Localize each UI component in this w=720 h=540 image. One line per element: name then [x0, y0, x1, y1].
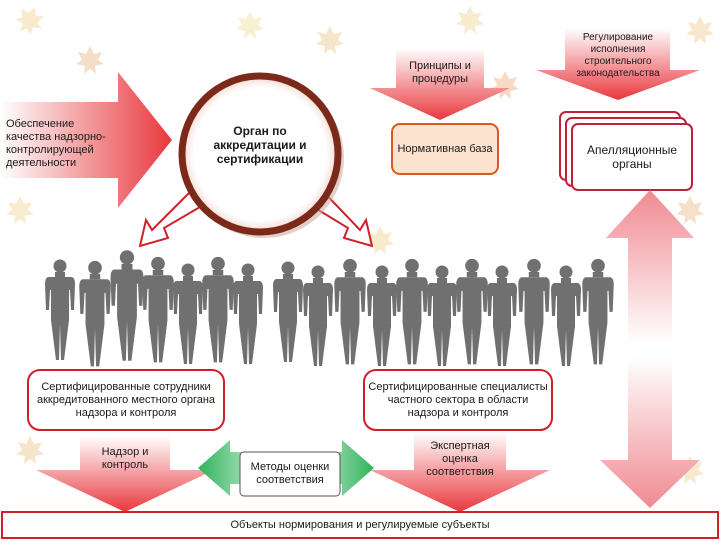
normative-base-box	[391, 123, 499, 175]
person-silhouette-icon	[456, 258, 488, 365]
person-silhouette-icon	[79, 260, 111, 367]
person-silhouette-icon	[582, 258, 614, 365]
maple-leaf-icon	[6, 196, 34, 224]
person-silhouette-icon	[334, 258, 366, 365]
private-specialists-group	[273, 258, 614, 366]
bottom-bar-label: Объекты нормирования и регулируемые субъ…	[230, 518, 490, 531]
person-silhouette-icon	[396, 258, 428, 365]
appeal-up-arrow	[606, 190, 694, 344]
person-silhouette-icon	[303, 265, 333, 366]
expert-assessment-label: Экспертная оценка соответствия	[426, 440, 494, 478]
person-silhouette-icon	[45, 259, 75, 360]
person-silhouette-icon	[142, 256, 174, 363]
bottom-bar	[1, 511, 719, 539]
certified-local-label: Сертифицированные сотрудники аккредитова…	[36, 380, 216, 419]
maple-leaf-icon	[16, 436, 44, 464]
quality-assurance-arrow	[0, 72, 172, 208]
person-silhouette-icon	[202, 256, 234, 363]
person-silhouette-icon	[233, 263, 263, 364]
person-silhouette-icon	[173, 263, 203, 364]
principles-arrow	[370, 48, 510, 120]
certified-local-box	[27, 369, 225, 431]
maple-leaf-icon	[491, 71, 519, 99]
accreditation-body-label: Орган по аккредитации и сертификации	[213, 124, 307, 166]
person-silhouette-icon	[367, 265, 397, 366]
person-silhouette-icon	[273, 261, 303, 362]
person-silhouette-icon	[551, 265, 581, 366]
maple-leaf-icon	[236, 11, 264, 39]
maple-leaf-icon	[76, 46, 104, 74]
principles-label: Принципы и процедуры	[409, 60, 471, 85]
supervision-label: Надзор и контроль	[101, 446, 149, 471]
certified-private-box	[363, 369, 553, 431]
regulation-label: Регулирование исполнения строительного з…	[576, 32, 660, 79]
maple-leaf-icon	[686, 16, 714, 44]
maple-leaf-icon	[316, 26, 344, 54]
person-silhouette-icon	[110, 250, 144, 361]
appeal-bodies-label: Апелляционные органы	[586, 143, 678, 171]
certified-private-label: Сертифицированные специалисты частного с…	[368, 380, 548, 419]
person-silhouette-icon	[427, 265, 457, 366]
accreditation-circle	[178, 72, 342, 236]
assessment-methods-label: Методы оценки соответствия	[250, 461, 330, 486]
normative-base-label: Нормативная база	[397, 142, 493, 155]
maple-leaf-icon	[12, 2, 48, 38]
maple-leaf-icon	[456, 6, 484, 34]
person-silhouette-icon	[518, 258, 550, 365]
right-down-arrow	[600, 356, 700, 508]
expert-assessment-arrow	[370, 432, 550, 512]
supervision-arrow	[36, 436, 214, 512]
assessment-methods-box	[239, 451, 341, 497]
maple-leaf-icon	[676, 196, 704, 224]
person-silhouette-icon	[487, 265, 517, 366]
appeal-bodies-stack	[559, 111, 693, 191]
local-staff-group	[45, 250, 263, 367]
regulation-arrow	[536, 28, 700, 100]
quality-assurance-label: Обеспечение качества надзорно-контролиру…	[6, 118, 106, 169]
